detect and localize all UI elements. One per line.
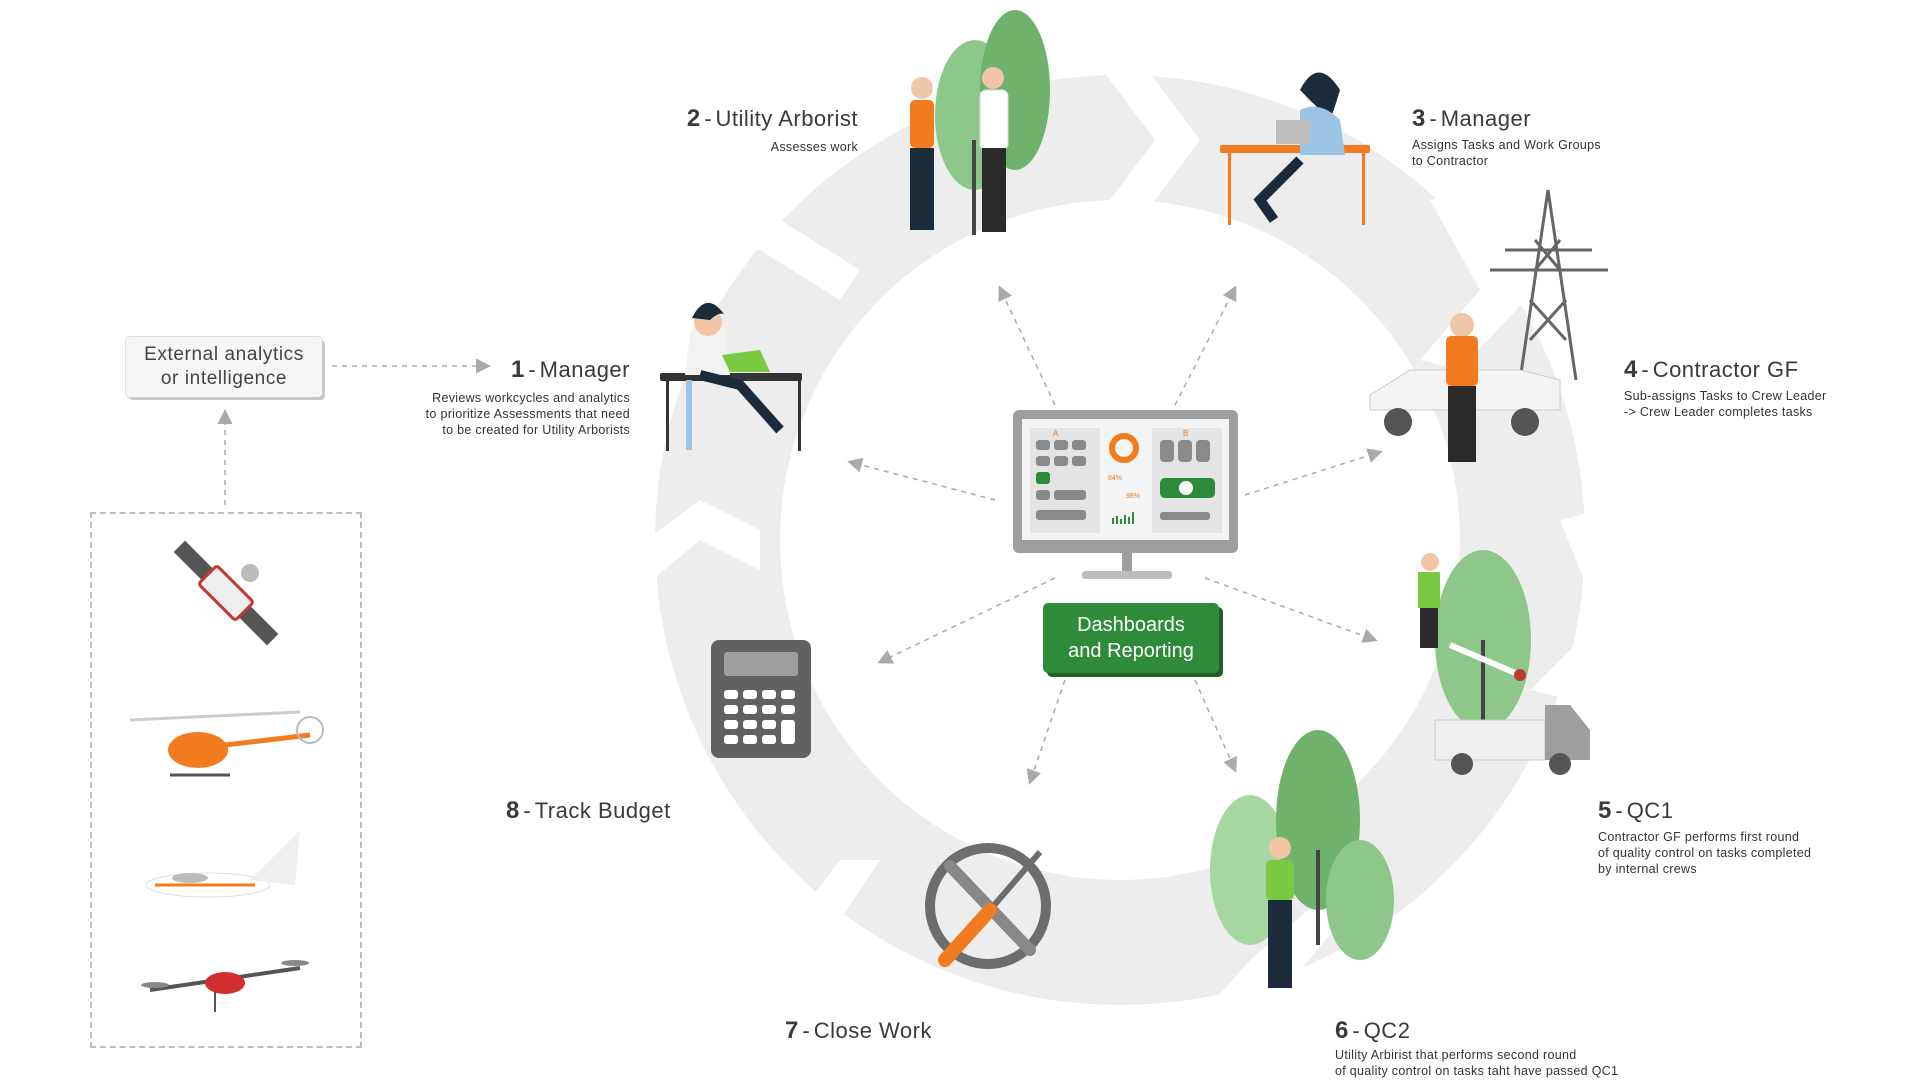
helicopter-icon [129,710,324,777]
step-description: Contractor GF performs first round of qu… [1598,830,1812,876]
step-number: 5 [1598,797,1612,824]
step-name: QC1 [1626,798,1674,823]
stat-2-text: 98% [1126,493,1140,500]
step-number: 8 [506,797,520,824]
step-6: 6-QC2 Utility Arbirist that performs sec… [1335,1017,1619,1078]
step-name: Utility Arborist [715,106,858,131]
step-8: 8-Track Budget [506,797,671,824]
step-number: 2 [686,105,701,132]
calculator-icon [711,640,811,758]
step-5: 5-QC1 Contractor GF performs first round… [1598,797,1812,876]
stat-1-text: 84% [1108,475,1122,482]
step-description: Assesses work [770,140,858,154]
step-description: Reviews workcycles and analytics to prio… [425,391,630,437]
step-name: Manager [539,357,630,382]
contractor-truck-icon [1369,189,1608,462]
satellite-icon [173,540,279,646]
step-description: Utility Arbirist that performs second ro… [1335,1048,1619,1078]
dashboard-monitor-icon: A B 84% 98% [1013,410,1238,579]
step-number: 6 [1335,1017,1349,1044]
tools-icon [925,843,1051,969]
bucket-truck-icon [1418,550,1590,775]
step-4: 4-Contractor GF Sub-assigns Tasks to Cre… [1624,356,1827,419]
drone-icon [141,960,309,1012]
panel-a-label: A [1053,429,1059,438]
step-1: 1-Manager Reviews workcycles and analyti… [426,356,630,438]
external-analytics-box: External analytics or intelligence [126,337,322,397]
step-name: QC2 [1363,1018,1411,1043]
manager-desk-icon [1220,72,1370,225]
arborist-trees-icon [1210,730,1394,988]
step-title: 1-Manager [510,356,630,383]
step-7: 7-Close Work [785,1017,932,1044]
step-number: 4 [1624,356,1638,383]
step-number: 1 [510,356,525,383]
dashboards-reporting-button[interactable]: Dashboards and Reporting [1043,603,1219,673]
airplane-icon [145,830,300,898]
step-number: 3 [1412,105,1426,132]
panel-b-label: B [1183,429,1188,438]
sensor-sources-box [90,512,362,1048]
step-name: Close Work [813,1018,932,1043]
dashed-connectors [217,285,1383,785]
step-name: Track Budget [534,798,671,823]
arborists-icon [910,10,1050,235]
step-3: 3-Manager Assigns Tasks and Work Groups … [1412,105,1601,168]
step-description: Assigns Tasks and Work Groups to Contrac… [1412,138,1601,168]
step-2: 2-Utility Arborist Assesses work [686,105,858,154]
manager-laptop-icon [660,302,802,451]
step-name: Manager [1440,106,1532,131]
step-number: 7 [785,1017,799,1044]
step-description: Sub-assigns Tasks to Crew Leader -> Crew… [1624,389,1827,419]
step-name: Contractor GF [1652,357,1799,382]
